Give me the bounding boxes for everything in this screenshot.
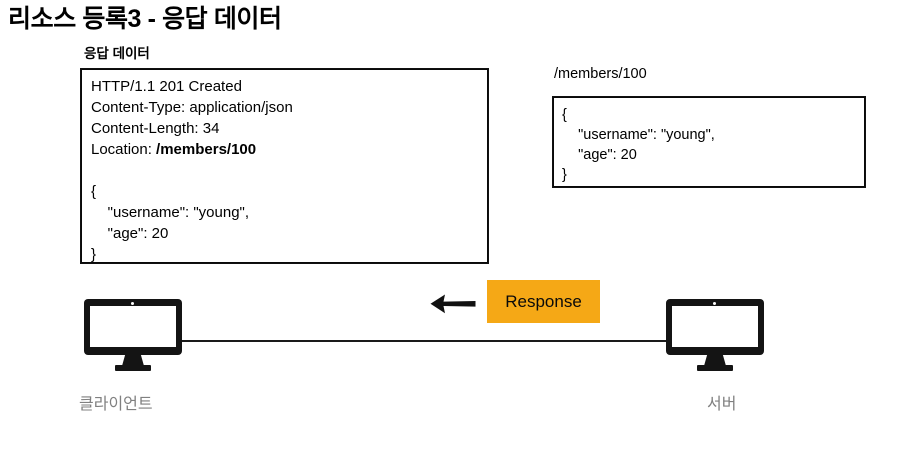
monitor-screen	[90, 306, 176, 347]
arrow-left-icon	[430, 294, 476, 314]
code-line: {	[562, 107, 567, 123]
resource-representation-box: { "username": "young", "age": 20}	[552, 96, 866, 188]
server-monitor-icon	[666, 299, 764, 371]
monitor-stand-neck	[122, 355, 144, 366]
code-line	[91, 160, 481, 181]
monitor-stand-neck	[704, 355, 726, 366]
code-line: "username": "young",	[562, 127, 715, 143]
code-line: "age": 20	[562, 147, 637, 163]
code-line: "username": "young",	[91, 204, 250, 221]
response-message-label: Response	[505, 291, 582, 311]
code-line: Content-Type: application/json	[91, 99, 293, 116]
code-line: }	[91, 246, 97, 263]
monitor-camera-dot	[713, 301, 716, 305]
monitor-screen	[672, 306, 758, 347]
monitor-stand-base	[697, 365, 733, 371]
server-label: 서버	[707, 396, 737, 413]
code-line: Content-Length: 34	[91, 120, 220, 137]
resource-json-text: { "username": "young", "age": 20}	[562, 105, 858, 185]
monitor-stand-base	[115, 365, 151, 371]
code-emphasis: /members/100	[156, 141, 257, 158]
client-monitor-icon	[84, 299, 182, 371]
code-line: HTTP/1.1 201 Created	[91, 78, 242, 95]
resource-box-label: /members/100	[554, 66, 647, 82]
monitor-camera-dot	[131, 301, 134, 305]
client-label: 클라이언트	[79, 396, 153, 413]
code-line: Location: /members/100	[91, 141, 257, 158]
network-connection-line	[181, 340, 666, 342]
code-line: }	[562, 167, 567, 183]
code-line: "age": 20	[91, 225, 169, 242]
response-message-tag: Response	[487, 280, 600, 323]
page-title: 리소스 등록3 - 응답 데이터	[8, 5, 282, 33]
code-line: {	[91, 183, 97, 200]
response-box-label: 응답 데이터	[84, 46, 150, 61]
